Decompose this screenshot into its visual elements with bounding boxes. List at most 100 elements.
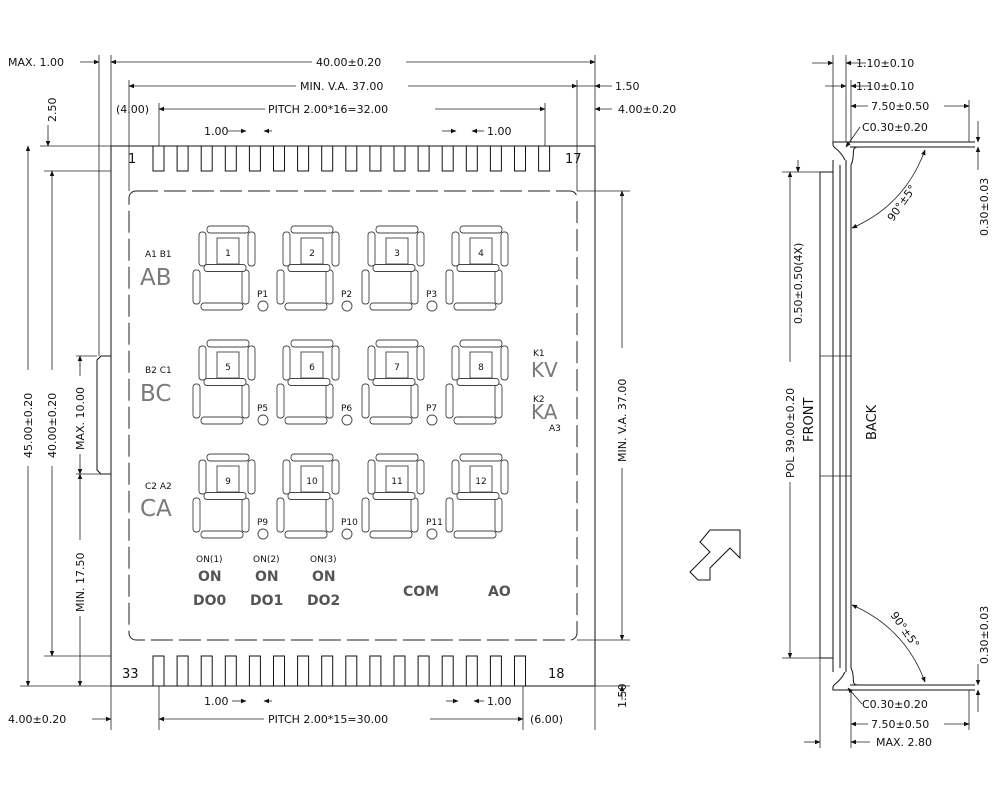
segment-b <box>247 459 256 495</box>
pin-1-label: 1 <box>128 152 136 167</box>
side-t1-dim: 1.10±0.10 <box>856 57 914 70</box>
digit-box <box>385 351 409 379</box>
pin <box>152 655 165 687</box>
pin-width-bottom-left: 1.00 <box>204 695 229 708</box>
max-left-dim: MAX. 1.00 <box>8 56 64 69</box>
segment-b <box>331 231 340 267</box>
segment-g <box>203 264 247 272</box>
segment-g <box>456 492 500 500</box>
decimal-point <box>257 300 269 312</box>
digit-number: 5 <box>225 363 231 373</box>
segment-c <box>494 383 503 419</box>
side-lead-top: 0.30±0.03 <box>978 178 991 236</box>
decimal-point-label: P9 <box>257 518 268 528</box>
bottom-gap-dim: 1.50 <box>616 684 629 709</box>
digit-number: 10 <box>306 477 318 487</box>
pin <box>176 655 189 687</box>
pin <box>273 145 285 172</box>
segment-c <box>325 497 334 533</box>
segment-d <box>284 416 328 425</box>
segment-c <box>494 497 503 533</box>
decimal-point <box>341 300 353 312</box>
max-tab-dim: MAX. 10.00 <box>74 387 87 450</box>
segment-g <box>456 378 500 386</box>
segment-e <box>361 383 370 419</box>
right-offset-top-dim: 4.00±0.20 <box>618 103 676 116</box>
segment-g <box>287 378 331 386</box>
segment-f <box>198 345 207 381</box>
segment-e <box>361 269 370 305</box>
segment-e <box>445 497 454 533</box>
segment-f <box>198 459 207 495</box>
pin <box>369 655 382 687</box>
do2-text: DO2 <box>307 593 340 609</box>
segment-d <box>453 530 497 539</box>
segment-g <box>287 492 331 500</box>
segment-c <box>241 269 250 305</box>
segment-a <box>206 339 250 348</box>
viewing-area <box>128 190 578 641</box>
segment-e <box>445 383 454 419</box>
segment-d <box>369 416 413 425</box>
segment-b <box>247 345 256 381</box>
pin-width-top-right: 1.00 <box>487 125 512 138</box>
pin <box>345 655 358 687</box>
ca-pin-label: C2 A2 <box>145 482 172 492</box>
segment-g <box>372 492 416 500</box>
left-tab <box>96 355 111 475</box>
digit-number: 6 <box>309 363 315 373</box>
digit-box <box>300 237 324 265</box>
front-polarizer <box>819 171 834 659</box>
segment-b <box>416 231 425 267</box>
a3-label: A3 <box>549 424 561 434</box>
pin <box>441 655 454 687</box>
glass-outline <box>110 145 596 687</box>
digit-box <box>469 237 493 265</box>
pin <box>417 655 430 687</box>
side-chamfer-bottom: C0.30±0.20 <box>862 698 928 711</box>
segment-c <box>241 383 250 419</box>
segment-g <box>203 378 247 386</box>
segment-g <box>372 264 416 272</box>
pin-width-bottom-right: 1.00 <box>487 695 512 708</box>
segment-g <box>456 264 500 272</box>
segment-f <box>282 231 291 267</box>
digit-number: 8 <box>478 363 484 373</box>
side-w1-dim: 7.50±0.50 <box>871 100 929 113</box>
decimal-point <box>341 414 353 426</box>
left-offset-dim: (4.00) <box>116 103 149 116</box>
side-pol-gap-dim: 0.50±0.50(4X) <box>792 243 805 324</box>
bc-symbol: BC <box>140 381 171 407</box>
segment-d <box>284 530 328 539</box>
pin-18-label: 18 <box>548 667 565 682</box>
on3-pin: ON(3) <box>310 555 337 565</box>
pin-17-label: 17 <box>565 152 582 167</box>
segment-b <box>247 231 256 267</box>
pin <box>514 655 526 687</box>
digit-box <box>300 351 324 379</box>
decimal-point <box>426 528 438 540</box>
digit-box <box>469 465 493 493</box>
digit-box <box>216 351 240 379</box>
pin <box>514 145 526 172</box>
pin <box>489 655 502 687</box>
pin <box>465 655 478 687</box>
segment-f <box>367 459 376 495</box>
side-chamfer-top: C0.30±0.20 <box>862 121 928 134</box>
pin <box>152 145 165 172</box>
segment-a <box>206 225 250 234</box>
segment-f <box>451 459 460 495</box>
digit-number: 3 <box>394 249 400 259</box>
right-dimensions: MIN. V.A. 37.00 <box>577 190 632 641</box>
pin <box>321 655 334 687</box>
top-dimensions: 40.00±0.20 MAX. 1.00 MIN. V.A. 37.00 1.5… <box>8 55 676 356</box>
decimal-point-label: P7 <box>426 404 437 414</box>
pin <box>441 145 454 172</box>
on1-text: ON <box>198 569 222 585</box>
segment-b <box>416 459 425 495</box>
segment-f <box>451 231 460 267</box>
segment-a <box>459 225 503 234</box>
left-dimensions: 45.00±0.20 40.00±0.20 MAX. 10.00 MIN. 17… <box>20 145 111 687</box>
segment-d <box>369 530 413 539</box>
